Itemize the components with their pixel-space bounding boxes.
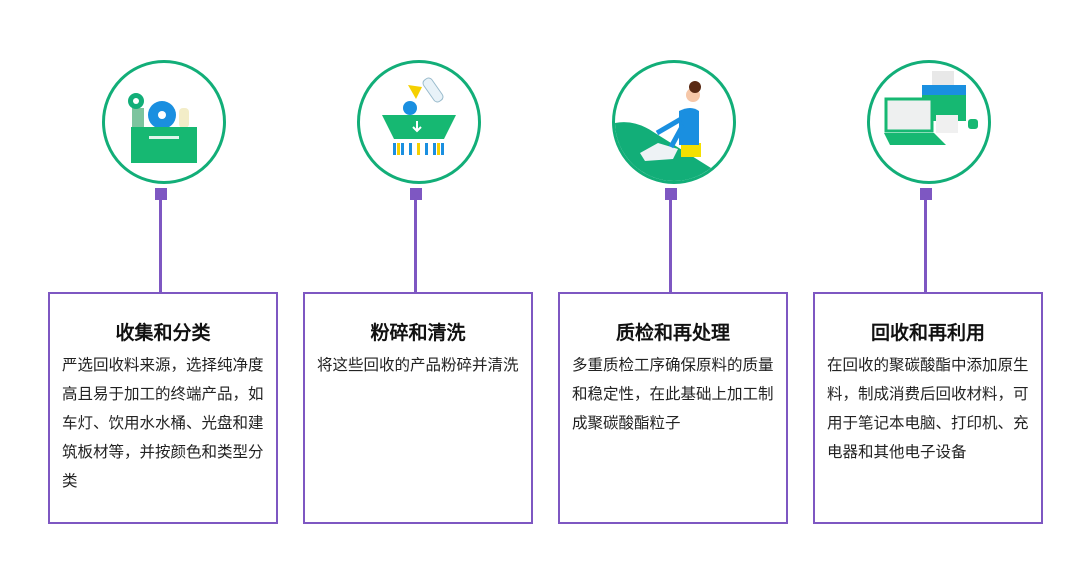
step-title: 质检和再处理 [615, 322, 730, 344]
connector-line [159, 198, 162, 293]
step-card: 粉碎和清洗 将这些回收的产品粉碎并清洗 [303, 292, 533, 524]
recycle-bin-icon [102, 60, 226, 184]
connector-node [410, 188, 422, 200]
step-card: 收集和分类 严选回收料来源，选择纯净度高且易于加工的终端产品，如车灯、饮用水水桶… [48, 292, 278, 524]
connector-line [414, 198, 417, 293]
connector-node [665, 188, 677, 200]
step-shred-wash: 粉碎和清洗 将这些回收的产品粉碎并清洗 [303, 0, 535, 575]
connector-node [155, 188, 167, 200]
step-description: 将这些回收的产品粉碎并清洗 [317, 356, 519, 374]
step-inspect-process: 质检和再处理 多重质检工序确保原料的质量和稳定性，在此基础上加工制成聚碳酸酯粒子 [558, 0, 790, 575]
connector-node [920, 188, 932, 200]
step-title: 回收和再利用 [870, 322, 985, 344]
step-recycle-reuse: 回收和再利用 在回收的聚碳酸酯中添加原生料，制成消费后回收材料，可用于笔记本电脑… [813, 0, 1045, 575]
quality-inspection-icon [612, 60, 736, 184]
step-description: 严选回收料来源，选择纯净度高且易于加工的终端产品，如车灯、饮用水水桶、光盘和建筑… [62, 356, 264, 490]
step-title: 收集和分类 [115, 322, 211, 344]
step-collect-sort: 收集和分类 严选回收料来源，选择纯净度高且易于加工的终端产品，如车灯、饮用水水桶… [48, 0, 280, 575]
laptop-printer-icon [867, 60, 991, 184]
connector-line [924, 198, 927, 293]
step-card: 质检和再处理 多重质检工序确保原料的质量和稳定性，在此基础上加工制成聚碳酸酯粒子 [558, 292, 788, 524]
step-description: 在回收的聚碳酸酯中添加原生料，制成消费后回收材料，可用于笔记本电脑、打印机、充电… [827, 356, 1029, 461]
connector-line [669, 198, 672, 293]
shredder-basket-icon [357, 60, 481, 184]
step-description: 多重质检工序确保原料的质量和稳定性，在此基础上加工制成聚碳酸酯粒子 [572, 356, 774, 432]
step-card: 回收和再利用 在回收的聚碳酸酯中添加原生料，制成消费后回收材料，可用于笔记本电脑… [813, 292, 1043, 524]
step-title: 粉碎和清洗 [370, 322, 466, 344]
